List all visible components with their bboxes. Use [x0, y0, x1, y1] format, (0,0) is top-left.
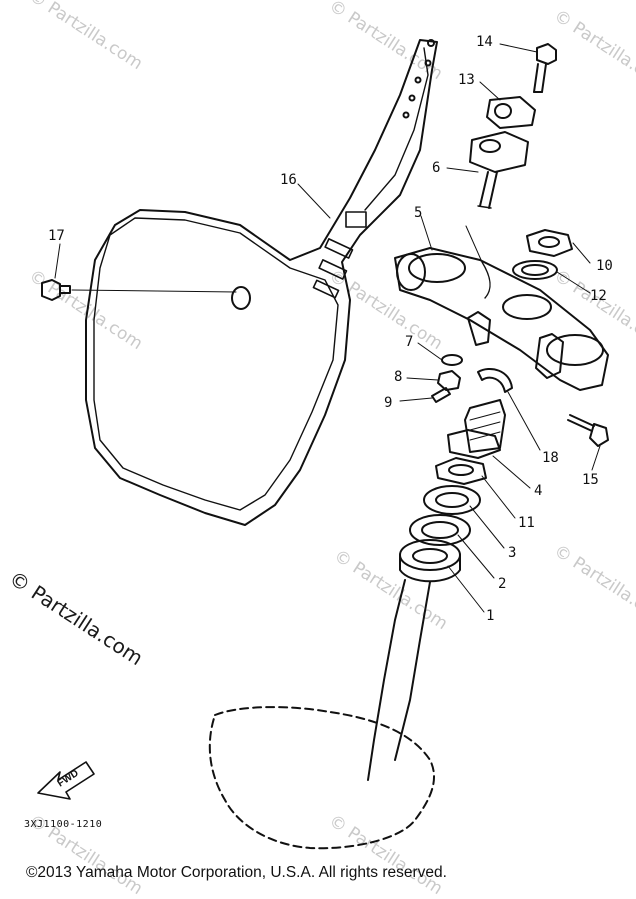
bearing-part-2: [409, 514, 471, 546]
callout-4: 4: [534, 483, 543, 499]
washer-part-12: [512, 260, 558, 280]
nut-part-10: [526, 229, 573, 257]
callout-12: 12: [590, 288, 607, 304]
bearing-part-1: [399, 539, 461, 583]
bearing-cover-part-3: [423, 485, 481, 515]
nut-part-8: [437, 370, 461, 391]
bolt-part-14: [533, 43, 557, 93]
callout-1: 1: [486, 608, 495, 624]
callout-18: 18: [542, 450, 559, 466]
callout-13: 13: [458, 72, 475, 88]
callout-6: 6: [432, 160, 441, 176]
handlebar-holder-part-13: [486, 96, 536, 129]
bolt-part-17: [41, 279, 251, 310]
callout-11: 11: [518, 515, 535, 531]
ring-nut-part-11: [435, 457, 487, 485]
leader-lines: [54, 43, 601, 613]
fwd-arrow-icon: [37, 761, 95, 800]
callout-5: 5: [414, 205, 423, 221]
clamp-part-18: [477, 368, 513, 393]
fwd-label: FWD: [56, 768, 81, 790]
callout-3: 3: [508, 545, 517, 561]
callout-9: 9: [384, 395, 393, 411]
bolt-part-15: [567, 414, 609, 447]
callout-15: 15: [582, 472, 599, 488]
screw-part-9: [431, 387, 451, 403]
callout-8: 8: [394, 369, 403, 385]
ring-nut-part-4: [447, 399, 506, 459]
callout-2: 2: [498, 576, 507, 592]
part-code: 3XJ1100-1210: [24, 819, 103, 830]
steering-stem: [208, 579, 435, 850]
handlebar-holder-part-6: [469, 131, 529, 209]
number-plate-part-16: [85, 39, 438, 526]
callout-7: 7: [405, 334, 414, 350]
callout-16: 16: [280, 172, 297, 188]
copyright-notice: ©2013 Yamaha Motor Corporation, U.S.A. A…: [26, 864, 447, 881]
callout-17: 17: [48, 228, 65, 244]
washer-part-7: [441, 354, 463, 366]
callout-10: 10: [596, 258, 613, 274]
callout-14: 14: [476, 34, 493, 50]
upper-bracket-part-5: [394, 247, 609, 391]
